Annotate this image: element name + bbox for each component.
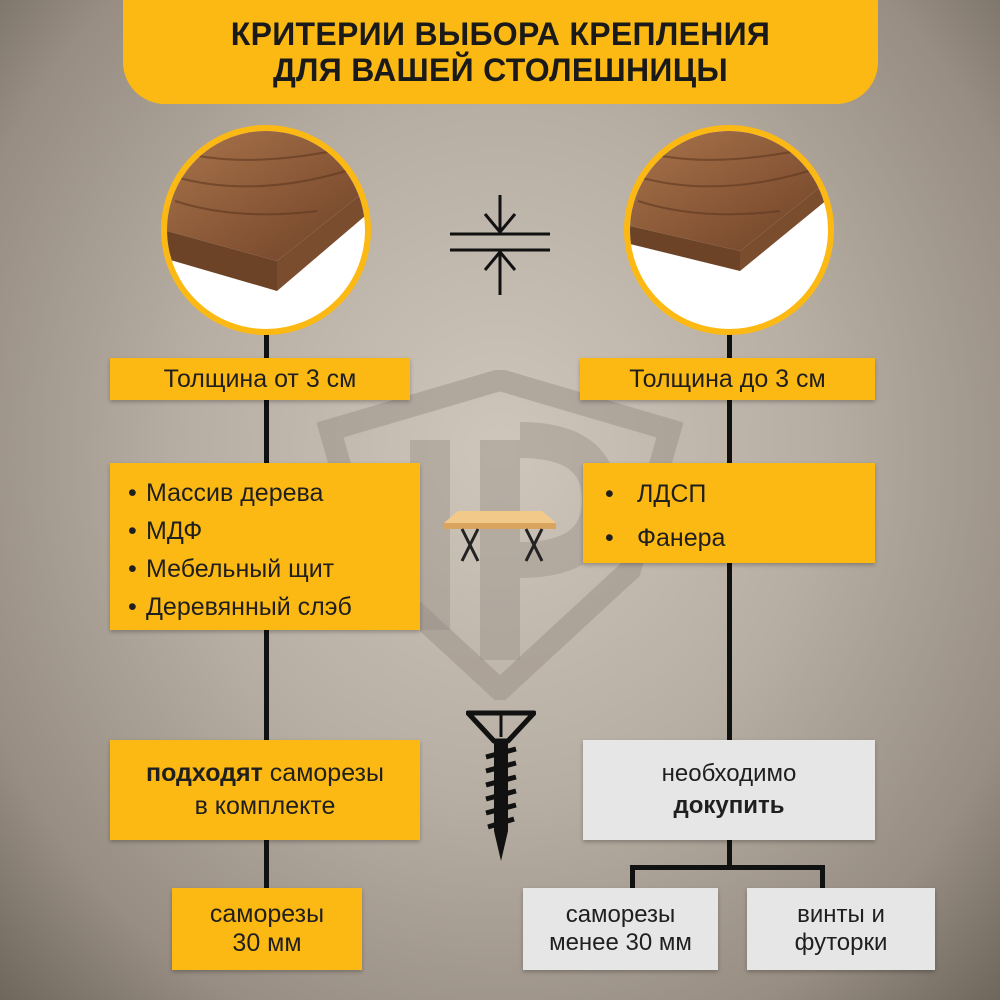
need-to-buy-box: необходимо докупить <box>583 740 875 840</box>
branch-horizontal-line <box>630 865 825 870</box>
list-item: •ЛДСП <box>605 480 707 508</box>
list-item: •Деревянный слэб <box>128 593 352 621</box>
materials-list-right: •ЛДСП •Фанера <box>605 475 875 557</box>
branch-left-line <box>630 865 635 895</box>
bolts-and-inserts-line2: футорки <box>794 929 888 956</box>
list-item: •МДФ <box>128 517 203 545</box>
table-icon <box>444 511 556 562</box>
thickness-compare-icon <box>450 195 550 295</box>
materials-list-left: •Массив дерева •МДФ •Мебельный щит •Дере… <box>128 474 420 626</box>
list-item: •Мебельный щит <box>128 555 335 583</box>
materials-box-left: •Массив дерева •МДФ •Мебельный щит •Дере… <box>110 463 420 630</box>
need-to-buy-bold: докупить <box>673 792 785 819</box>
screws-under-30mm-box: саморезы менее 30 мм <box>523 888 718 970</box>
bolts-and-inserts-line1: винты и <box>797 901 885 928</box>
screws-under-30mm-line1: саморезы <box>565 901 676 928</box>
screws-included-box: подходят саморезы в комплекте <box>110 740 420 840</box>
screws-30mm-box: саморезы 30 мм <box>172 888 362 970</box>
list-item: •Массив дерева <box>128 479 324 507</box>
right-connector-line <box>727 330 732 870</box>
thin-countertop-image <box>624 125 834 335</box>
thickness-text-left: Толщина от 3 см <box>163 364 357 393</box>
thickness-label-left: Толщина от 3 см <box>110 358 410 400</box>
screws-included-text: саморезы <box>262 759 384 787</box>
screws-30mm-line1: саморезы <box>209 900 325 928</box>
screws-included-line2: в комплекте <box>194 792 336 820</box>
title-banner: КРИТЕРИИ ВЫБОРА КРЕПЛЕНИЯ ДЛЯ ВАШЕЙ СТОЛ… <box>123 0 878 104</box>
thickness-label-right: Толщина до 3 см <box>580 358 875 400</box>
screw-icon <box>466 710 536 861</box>
screws-30mm-line2: 30 мм <box>232 929 302 957</box>
screws-under-30mm-line2: менее 30 мм <box>549 929 692 956</box>
list-item: •Фанера <box>605 524 726 552</box>
title-line-1: КРИТЕРИИ ВЫБОРА КРЕПЛЕНИЯ <box>230 16 771 52</box>
screws-included-bold: подходят <box>146 759 263 787</box>
thick-countertop-image <box>161 125 371 335</box>
thickness-text-right: Толщина до 3 см <box>629 364 826 393</box>
branch-right-line <box>820 865 825 895</box>
materials-box-right: •ЛДСП •Фанера <box>583 463 875 563</box>
need-to-buy-line1: необходимо <box>661 760 797 787</box>
title-line-2: ДЛЯ ВАШЕЙ СТОЛЕШНИЦЫ <box>272 52 729 88</box>
bolts-and-inserts-box: винты и футорки <box>747 888 935 970</box>
